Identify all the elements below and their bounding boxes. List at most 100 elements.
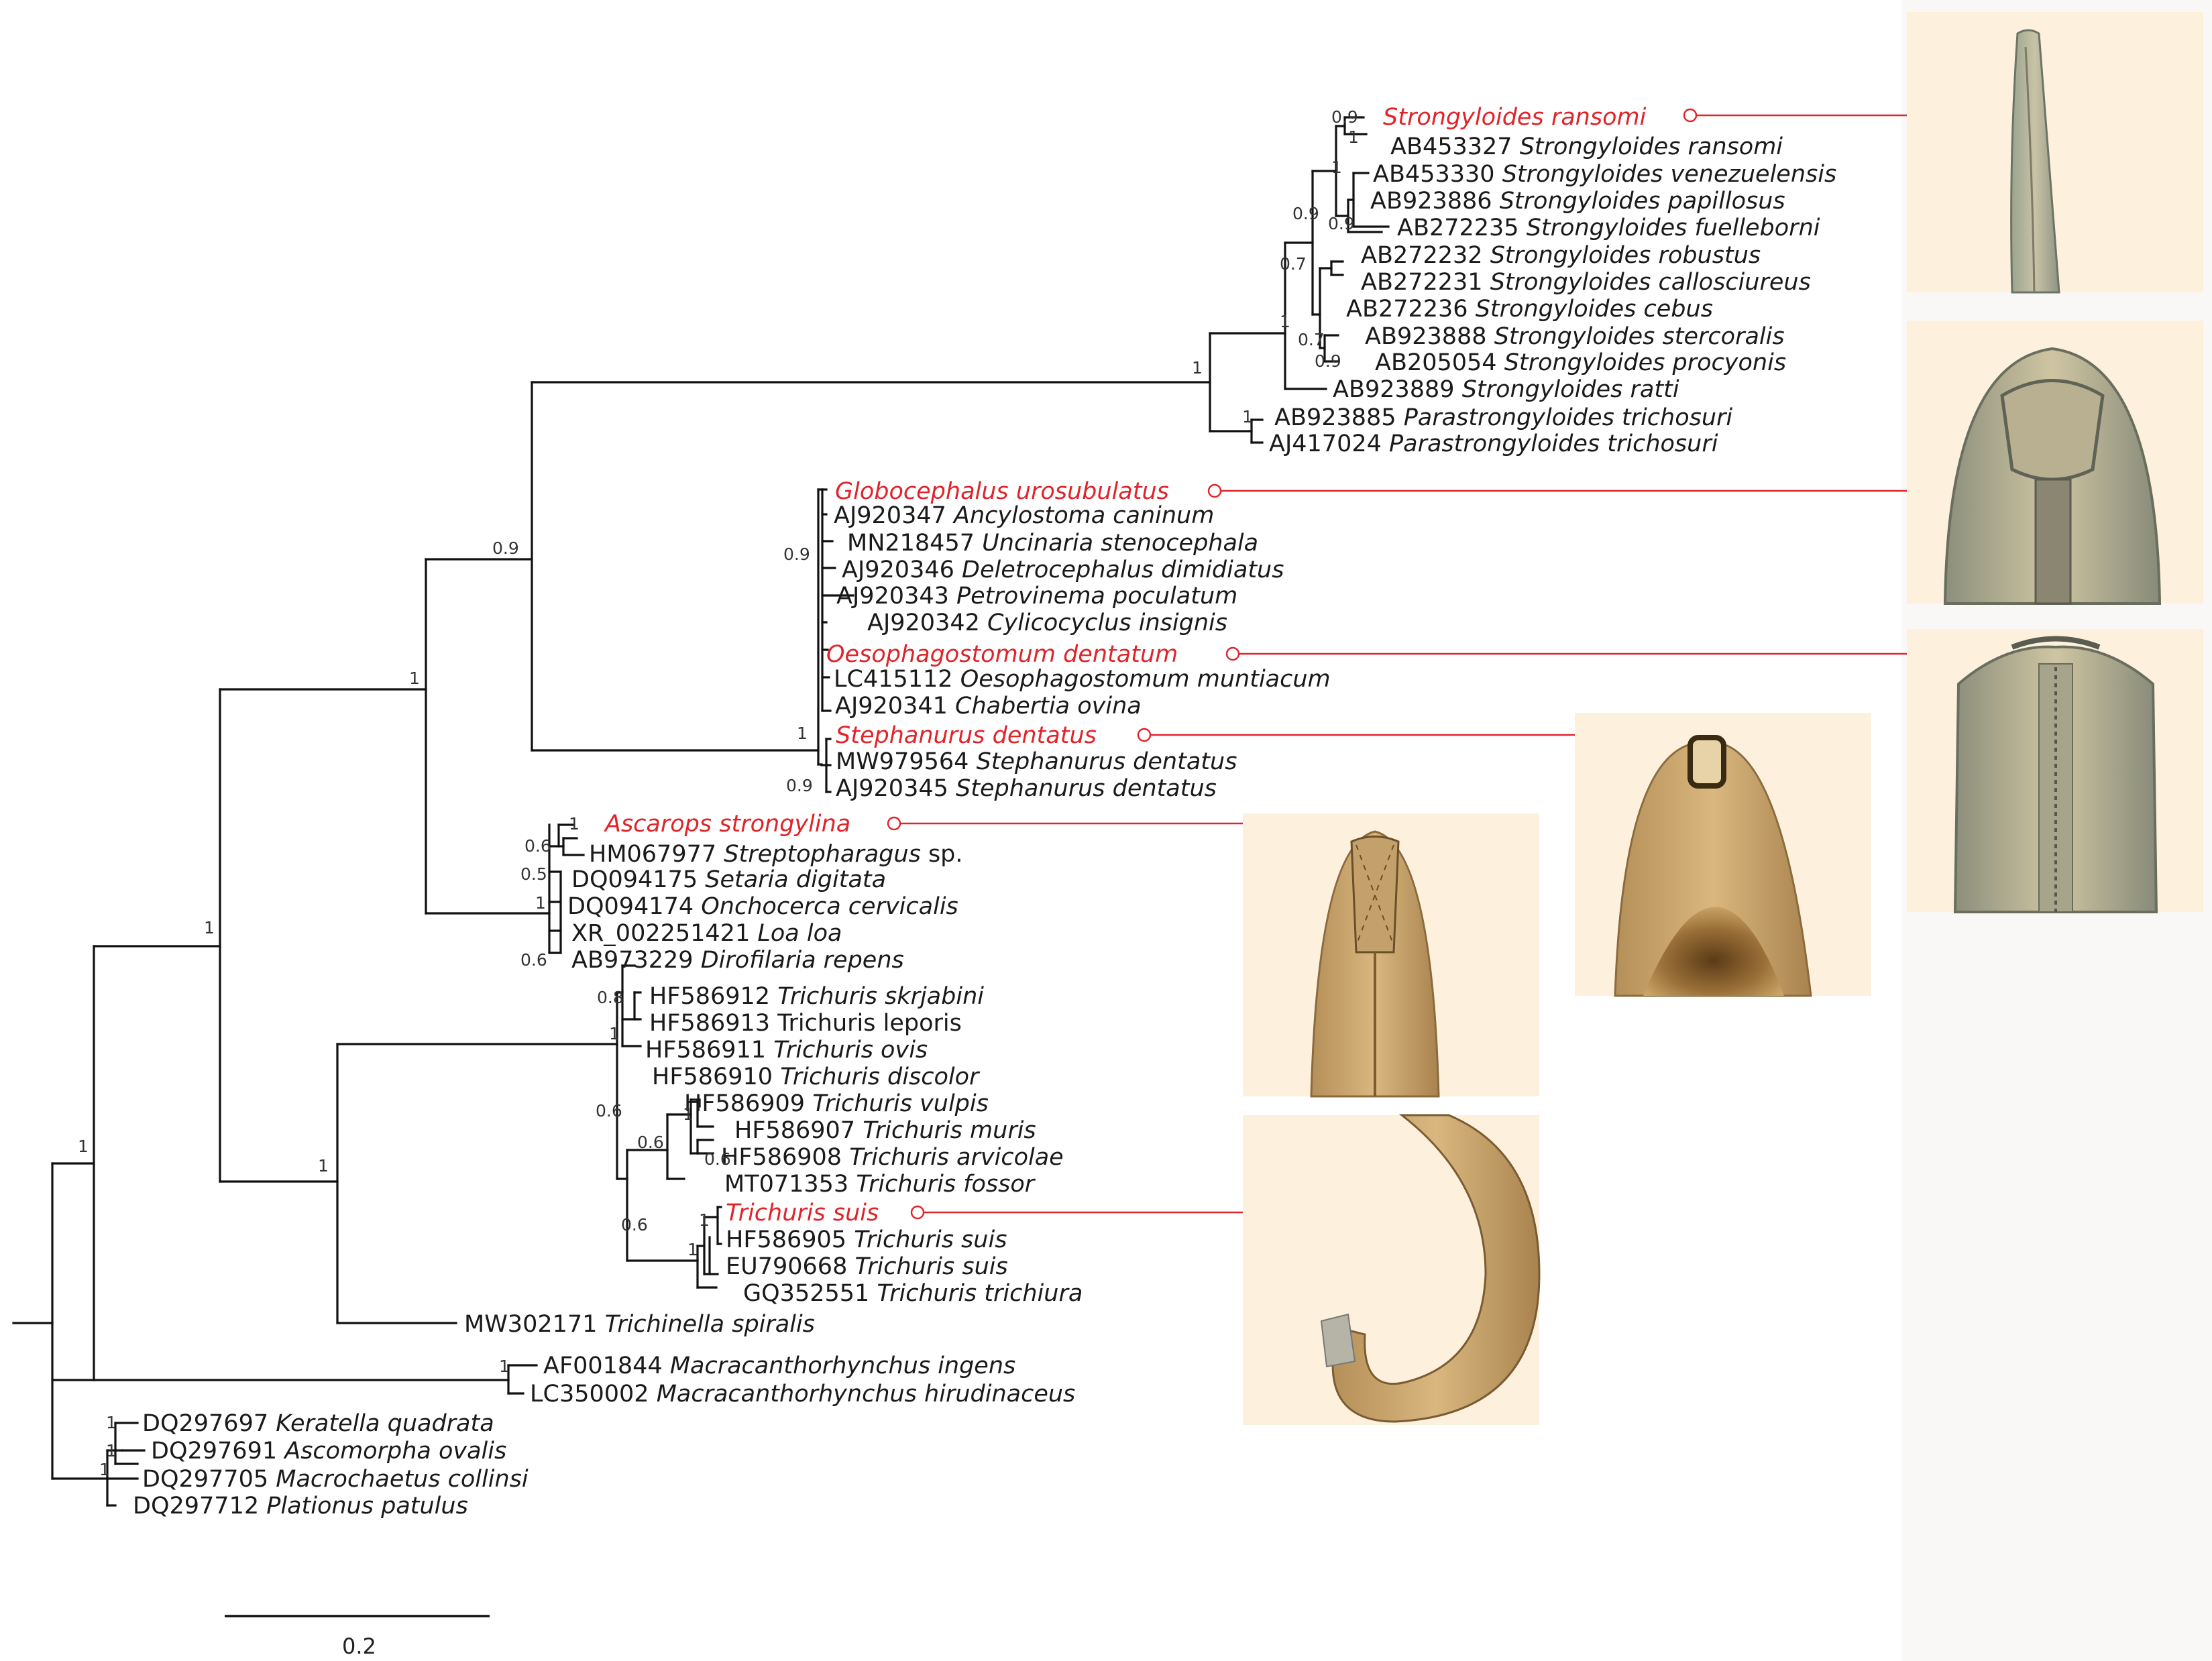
- leaf-label: HF586907 Trichuris muris: [734, 1117, 1036, 1144]
- scale-bar-label: 0.2: [342, 1634, 376, 1659]
- leaf-label: DQ297712 Plationus patulus: [133, 1493, 468, 1520]
- leaf-label: HF586911 Trichuris ovis: [645, 1037, 928, 1064]
- leaf-label: AJ920342 Cylicocyclus insignis: [867, 610, 1227, 636]
- support-values: 0.9 1 1 0.9 0.9 0.7 1 0.7 0.9 1 1 0.9 0.…: [78, 107, 1359, 1479]
- micrograph-ascarops: [1243, 813, 1539, 1098]
- leaf-label: AB923886 Strongyloides papillosus: [1370, 188, 1785, 215]
- support-value: 1: [106, 1441, 117, 1460]
- support-value: 1: [683, 1104, 694, 1124]
- leaf-label: Stephanurus dentatus: [836, 722, 1097, 749]
- micrograph-trichuris: [1243, 1114, 1541, 1425]
- leaf-label: LC415112 Oesophagostomum muntiacum: [834, 666, 1331, 693]
- leaf-label: AB272235 Strongyloides fuelleborni: [1397, 215, 1820, 241]
- leaf-label: AJ920346 Deletrocephalus dimidiatus: [842, 557, 1284, 583]
- support-value: 0.9: [1292, 204, 1319, 223]
- leaf-label: DQ297691 Ascomorpha ovalis: [151, 1438, 506, 1465]
- support-value: 0.9: [492, 538, 519, 558]
- support-value: 1: [569, 814, 579, 834]
- leaf-label: AF001844 Macracanthorhynchus ingens: [543, 1353, 1015, 1379]
- support-value: 0.6: [596, 1101, 622, 1121]
- leaf-label: AB272236 Strongyloides cebus: [1346, 296, 1713, 323]
- leaf-label: AB453330 Strongyloides venezuelensis: [1373, 161, 1836, 188]
- support-value: 1: [687, 1240, 698, 1259]
- support-value: 1: [797, 724, 808, 743]
- support-value: 1: [699, 1210, 710, 1230]
- support-value: 0.6: [520, 950, 547, 970]
- taxon-labels: Strongyloides ransomi AB453327 Strongylo…: [133, 104, 1836, 1520]
- support-value: 1: [78, 1137, 89, 1156]
- scale-bar: 0.2: [225, 1615, 490, 1659]
- tree-branches: [12, 116, 1390, 1507]
- support-value: 0.7: [1298, 330, 1325, 349]
- leaf-label: AJ417024 Parastrongyloides trichosuri: [1269, 431, 1718, 457]
- support-value: 1: [535, 893, 546, 913]
- leaf-label: HF586905 Trichuris suis: [726, 1226, 1007, 1253]
- highlight-leaders: [887, 108, 1907, 1220]
- leaf-label: AB923885 Parastrongyloides trichosuri: [1274, 404, 1732, 431]
- leaf-label: XR_002251421 Loa loa: [571, 920, 842, 947]
- leaf-label: Trichuris suis: [726, 1200, 879, 1226]
- support-value: 1: [318, 1156, 329, 1176]
- leaf-label: HF586912 Trichuris skrjabini: [649, 983, 984, 1010]
- leaf-label: MN218457 Uncinaria stenocephala: [847, 530, 1258, 557]
- support-value: 0.6: [621, 1215, 648, 1235]
- leaf-label: EU790668 Trichuris suis: [726, 1253, 1008, 1280]
- leaf-label: DQ297697 Keratella quadrata: [142, 1410, 494, 1437]
- leaf-label: AB923889 Strongyloides ratti: [1333, 376, 1679, 403]
- micrograph-stephanurus: [1575, 713, 1871, 997]
- leaf-label: Ascarops strongylina: [604, 811, 850, 838]
- leaf-label: DQ297705 Macrochaetus collinsi: [142, 1466, 529, 1493]
- leaf-label: AB973229 Dirofilaria repens: [571, 947, 904, 974]
- leaf-label: HF586908 Trichuris arvicolae: [721, 1144, 1064, 1171]
- leaf-label: GQ352551 Trichuris trichiura: [743, 1280, 1083, 1307]
- leaf-label: DQ094175 Setaria digitata: [571, 866, 886, 893]
- leaf-label: Globocephalus urosubulatus: [835, 478, 1169, 505]
- support-value: 0.6: [704, 1149, 731, 1169]
- leaf-label: AJ920341 Chabertia ovina: [835, 693, 1142, 720]
- leaf-label: AB923888 Strongyloides stercoralis: [1365, 323, 1785, 350]
- leaf-label: LC350002 Macracanthorhynchus hirudinaceu…: [530, 1381, 1075, 1408]
- leaf-label: MW302171 Trichinella spiralis: [464, 1311, 815, 1338]
- leaf-label: DQ094174 Onchocerca cervicalis: [567, 893, 958, 920]
- leaf-label: HF586913 Trichuris leporis: [649, 1010, 962, 1037]
- support-value: 1: [1280, 312, 1290, 331]
- micrograph-oesophagostomum: [1907, 629, 2203, 913]
- support-value: 1: [1242, 407, 1253, 426]
- leaf-label: AJ920343 Petrovinema poculatum: [836, 583, 1237, 610]
- support-value: 1: [1192, 358, 1203, 378]
- support-value: 1: [106, 1413, 117, 1432]
- support-value: 1: [1331, 158, 1342, 177]
- support-value: 1: [99, 1460, 110, 1479]
- leaf-label: AB272232 Strongyloides robustus: [1361, 242, 1761, 269]
- leaf-label: AB272231 Strongyloides callosciureus: [1361, 269, 1811, 296]
- micrograph-strongyloides: [1907, 12, 2203, 294]
- leaf-label: AJ920345 Stephanurus dentatus: [836, 775, 1217, 802]
- leaf-label: AB453327 Strongyloides ransomi: [1390, 133, 1783, 160]
- leaf-label: AB205054 Strongyloides procyonis: [1375, 349, 1786, 376]
- support-value: 0.9: [1315, 351, 1341, 371]
- support-value: 0.9: [1331, 107, 1358, 127]
- support-value: 0.8: [597, 988, 624, 1007]
- leaf-label: AJ920347 Ancylostoma caninum: [834, 502, 1214, 529]
- leaf-label: HF586910 Trichuris discolor: [652, 1064, 981, 1090]
- leaf-label: HM067977 Streptopharagus sp.: [589, 841, 963, 868]
- support-value: 1: [1348, 127, 1359, 147]
- support-value: 0.6: [637, 1133, 664, 1152]
- support-value: 0.5: [520, 864, 547, 884]
- leaf-label: MW979564 Stephanurus dentatus: [836, 748, 1237, 775]
- support-value: 0.7: [1280, 254, 1307, 274]
- support-value: 0.9: [783, 545, 810, 564]
- support-value: 1: [609, 1024, 620, 1043]
- support-value: 1: [204, 918, 215, 937]
- support-value: 0.9: [1328, 214, 1355, 233]
- support-value: 1: [499, 1357, 510, 1376]
- leaf-label: HF586909 Trichuris vulpis: [684, 1090, 989, 1117]
- leaf-label: Oesophagostomum dentatum: [826, 641, 1178, 668]
- micrograph-globocephalus: [1907, 321, 2203, 605]
- support-value: 0.9: [786, 776, 813, 795]
- leaf-label: Strongyloides ransomi: [1383, 104, 1647, 131]
- support-value: 0.6: [524, 836, 551, 856]
- leaf-label: MT071353 Trichuris fossor: [724, 1171, 1036, 1198]
